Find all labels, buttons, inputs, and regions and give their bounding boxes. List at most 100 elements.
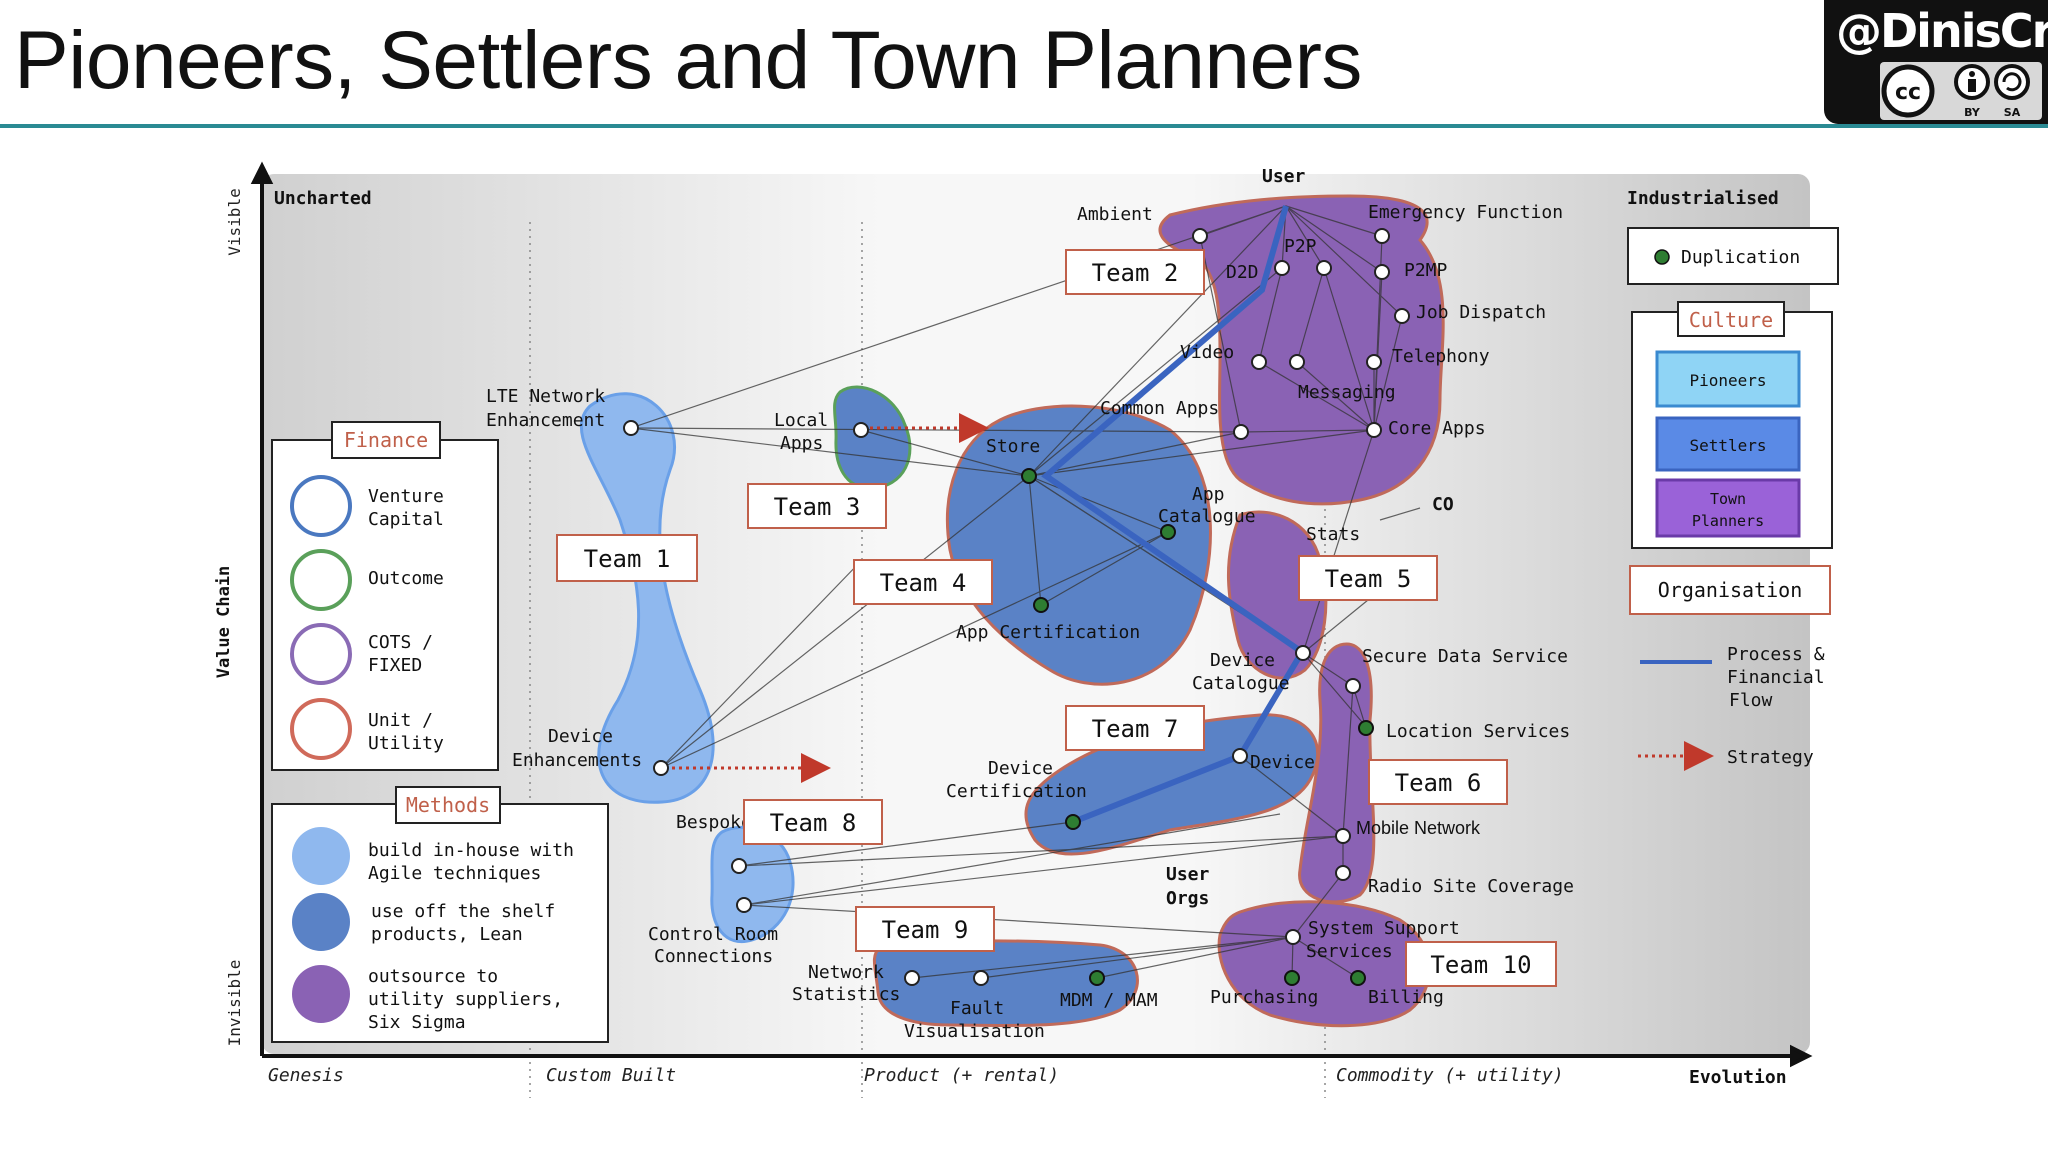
svg-text:Pioneers: Pioneers	[1689, 371, 1766, 390]
svg-text:Team 10: Team 10	[1430, 951, 1531, 979]
svg-text:Team 3: Team 3	[774, 493, 861, 521]
node-ambient	[1192, 228, 1208, 244]
svg-text:App Certification: App Certification	[956, 622, 1140, 643]
node-d2d	[1274, 260, 1290, 276]
culture-title: Culture	[1689, 308, 1773, 332]
stage-custom: Custom Built	[546, 1065, 676, 1086]
node-emergency	[1374, 228, 1390, 244]
cc-license-badge: cc BY SA	[1880, 62, 2042, 120]
svg-text:User: User	[1166, 864, 1210, 885]
svg-text:Radio Site Coverage: Radio Site Coverage	[1368, 876, 1574, 897]
svg-text:Team 5: Team 5	[1325, 565, 1412, 593]
svg-text:Enhancement: Enhancement	[486, 410, 605, 431]
svg-text:Device: Device	[988, 758, 1053, 779]
svg-text:System Support: System Support	[1308, 918, 1460, 939]
node-p2p	[1316, 260, 1332, 276]
corner-industrialised: Industrialised	[1627, 188, 1779, 209]
svg-text:Visualisation: Visualisation	[904, 1021, 1045, 1042]
svg-text:Team 8: Team 8	[770, 809, 857, 837]
svg-text:Team 9: Team 9	[882, 916, 969, 944]
stage-genesis: Genesis	[268, 1065, 344, 1086]
culture-pioneers	[1655, 350, 1801, 408]
method-sixsigma-icon	[292, 965, 350, 1023]
sa-label: SA	[2004, 106, 2021, 119]
svg-text:use off the shelf: use off the shelf	[371, 901, 555, 922]
svg-text:Team 6: Team 6	[1395, 769, 1482, 797]
svg-text:Planners: Planners	[1692, 512, 1764, 530]
team6-box: Team 6	[1368, 759, 1508, 805]
author-handle: @DinisCruz	[1836, 4, 2048, 58]
svg-text:COTS /: COTS /	[368, 632, 433, 653]
svg-text:Secure Data Service: Secure Data Service	[1362, 646, 1568, 667]
svg-text:Ambient: Ambient	[1077, 204, 1153, 225]
team1-box: Team 1	[556, 534, 698, 582]
svg-text:Device: Device	[548, 726, 613, 747]
svg-text:outsource to: outsource to	[368, 966, 498, 987]
svg-text:products, Lean: products, Lean	[371, 924, 523, 945]
svg-text:Capital: Capital	[368, 509, 444, 530]
svg-text:Telephony: Telephony	[1392, 346, 1490, 367]
svg-text:Outcome: Outcome	[368, 568, 444, 589]
finance-cots-icon	[290, 623, 352, 685]
right-legend: Duplication Culture Pioneers Settlers To…	[1627, 227, 1839, 771]
svg-text:Statistics: Statistics	[792, 984, 900, 1005]
svg-text:Enhancements: Enhancements	[512, 750, 642, 771]
team10-region	[1217, 900, 1431, 1028]
svg-text:Billing: Billing	[1368, 987, 1444, 1008]
svg-text:Local: Local	[774, 410, 828, 431]
team7-box: Team 7	[1065, 705, 1205, 751]
svg-text:Location Services: Location Services	[1386, 721, 1570, 742]
finance-outcome-icon	[290, 549, 352, 611]
node-mobile	[1335, 828, 1351, 844]
svg-text:P2MP: P2MP	[1404, 260, 1448, 281]
svg-text:Stats: Stats	[1306, 524, 1360, 545]
node-device	[1232, 748, 1248, 764]
svg-text:Core Apps: Core Apps	[1388, 418, 1486, 439]
team9-box: Team 9	[855, 906, 995, 952]
duplication-nodes	[1021, 468, 1374, 986]
organisation-legend	[1629, 565, 1831, 615]
node-purchasing	[1284, 970, 1300, 986]
corner-uncharted: Uncharted	[274, 188, 372, 209]
svg-text:Mobile Network: Mobile Network	[1356, 818, 1481, 838]
svg-text:Certification: Certification	[946, 781, 1087, 802]
node-device-enh	[653, 760, 669, 776]
team-labels: Team 1 Team 2 Team 3 Team 4 Team 5 Team …	[556, 249, 1557, 987]
svg-text:Apps: Apps	[780, 433, 823, 454]
node-radio	[1335, 865, 1351, 881]
node-control-room	[736, 897, 752, 913]
node-secure	[1345, 678, 1361, 694]
svg-text:Purchasing: Purchasing	[1210, 987, 1318, 1008]
svg-text:Team 7: Team 7	[1092, 715, 1179, 743]
svg-text:Process &: Process &	[1727, 644, 1825, 665]
node-device-cert	[1065, 814, 1081, 830]
svg-text:Fault: Fault	[950, 998, 1004, 1019]
svg-text:Unit /: Unit /	[368, 710, 433, 731]
team8-box: Team 8	[743, 799, 883, 845]
stage-product: Product (+ rental)	[864, 1065, 1059, 1086]
svg-text:MDM / MAM: MDM / MAM	[1060, 990, 1158, 1011]
node-fault	[973, 970, 989, 986]
component-labels: User Ambient Emergency Function P2P D2D …	[486, 166, 1574, 1042]
node-device-catalogue	[1295, 645, 1311, 661]
svg-text:Settlers: Settlers	[1689, 436, 1766, 455]
process-flow-line	[1041, 205, 1307, 825]
svg-text:Utility: Utility	[368, 733, 444, 754]
finance-utility-icon	[290, 698, 352, 760]
svg-text:Orgs: Orgs	[1166, 888, 1209, 909]
component-nodes	[623, 228, 1410, 986]
method-agile-icon	[292, 827, 350, 885]
team9-region	[872, 939, 1139, 1028]
team4-region	[945, 404, 1212, 686]
node-lte	[623, 420, 639, 436]
svg-text:Catalogue: Catalogue	[1192, 673, 1290, 694]
svg-text:Flow: Flow	[1729, 690, 1773, 711]
svg-text:utility suppliers,: utility suppliers,	[368, 989, 563, 1010]
x-axis-label: Evolution	[1689, 1067, 1787, 1088]
svg-text:Organisation: Organisation	[1658, 578, 1803, 602]
svg-text:Emergency Function: Emergency Function	[1368, 202, 1563, 223]
svg-text:Team 4: Team 4	[880, 569, 967, 597]
node-app-cert	[1033, 597, 1049, 613]
svg-text:cc: cc	[1895, 80, 1921, 105]
team3-box: Team 3	[747, 483, 887, 529]
